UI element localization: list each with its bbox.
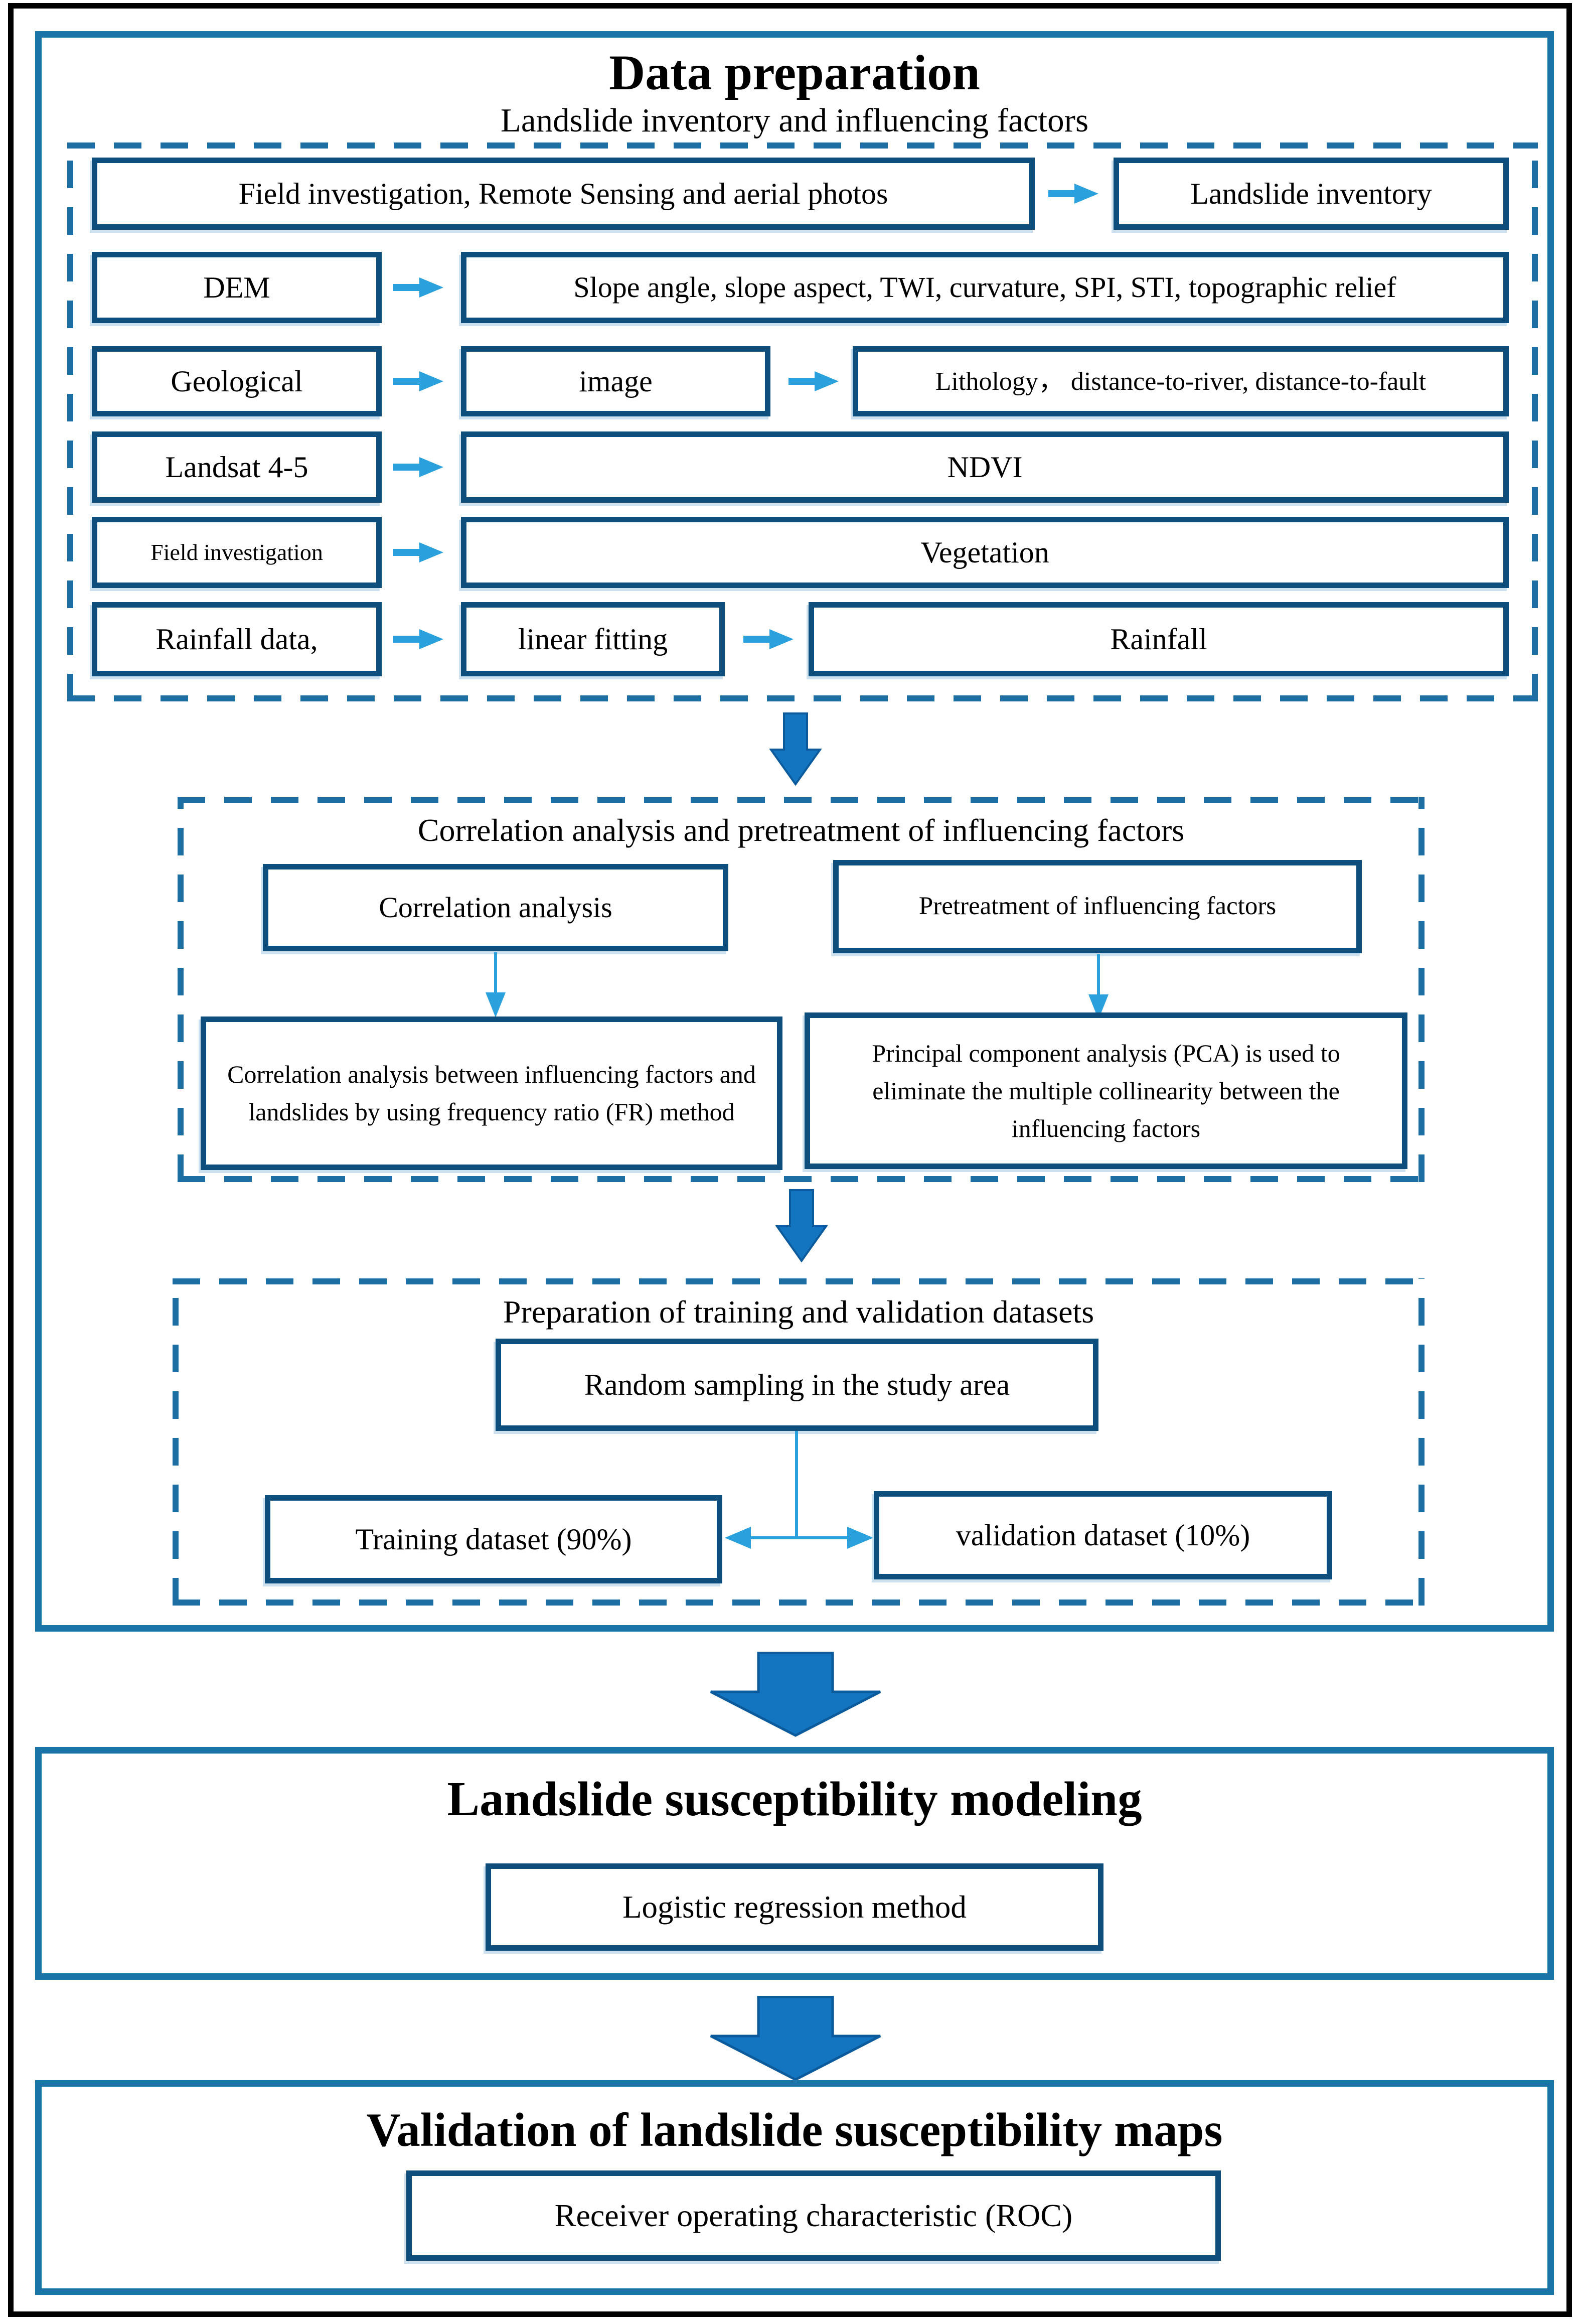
box-rainfall-data: Rainfall data, xyxy=(92,602,382,676)
box-vegetation: Vegetation xyxy=(461,517,1509,588)
right-arrow-icon xyxy=(393,457,443,477)
box-ndvi: NDVI xyxy=(461,431,1509,503)
right-arrow-icon xyxy=(393,277,443,298)
box-linear-fitting: linear fitting xyxy=(461,602,725,676)
box-image: image xyxy=(461,346,770,416)
right-arrow-icon xyxy=(788,371,839,391)
box-geological: Geological xyxy=(92,346,382,416)
map-validation-title: Validation of landslide susceptibility m… xyxy=(366,2103,1223,2156)
box-roc: Receiver operating characteristic (ROC) xyxy=(406,2170,1221,2261)
box-field-investigation-rs-photos: Field investigation, Remote Sensing and … xyxy=(92,158,1035,230)
section-down-arrow-icon xyxy=(710,1652,881,1737)
box-correlation-analysis: Correlation analysis xyxy=(263,864,728,951)
box-lithology-distances: Lithology， distance-to-river, distance-t… xyxy=(853,346,1509,416)
box-pca: Principal component analysis (PCA) is us… xyxy=(805,1012,1407,1169)
right-arrow-icon xyxy=(393,371,443,391)
datasets-panel-title: Preparation of training and validation d… xyxy=(503,1294,1094,1330)
box-pretreatment: Pretreatment of influencing factors xyxy=(833,860,1362,953)
big-down-arrow-icon xyxy=(769,712,822,786)
outer-frame xyxy=(8,3,1572,2317)
box-frequency-ratio: Correlation analysis between influencing… xyxy=(201,1016,782,1170)
box-dem: DEM xyxy=(92,252,382,323)
box-landslide-inventory: Landslide inventory xyxy=(1114,158,1509,230)
data-preparation-title: Data preparation xyxy=(609,45,980,100)
section-down-arrow-icon xyxy=(710,1996,881,2081)
box-topographic-factors: Slope angle, slope aspect, TWI, curvatur… xyxy=(461,252,1509,323)
box-validation-dataset: validation dataset (10%) xyxy=(874,1491,1332,1579)
right-arrow-icon xyxy=(393,542,443,562)
double-arrow-icon xyxy=(725,1527,873,1549)
right-arrow-icon xyxy=(743,629,794,649)
data-preparation-subtitle: Landslide inventory and influencing fact… xyxy=(500,102,1089,139)
box-random-sampling: Random sampling in the study area xyxy=(496,1339,1098,1431)
box-training-dataset: Training dataset (90%) xyxy=(265,1495,722,1583)
down-arrow-icon xyxy=(1088,954,1109,1020)
connector-line xyxy=(795,1431,798,1538)
right-arrow-icon xyxy=(1048,184,1098,204)
right-arrow-icon xyxy=(393,629,443,649)
modeling-title: Landslide susceptibility modeling xyxy=(447,1772,1142,1826)
box-rainfall: Rainfall xyxy=(809,602,1509,676)
correlation-panel-title: Correlation analysis and pretreatment of… xyxy=(417,812,1185,848)
big-down-arrow-icon xyxy=(775,1189,828,1262)
box-landsat: Landsat 4-5 xyxy=(92,431,382,503)
down-arrow-icon xyxy=(486,952,506,1018)
box-logistic-regression: Logistic regression method xyxy=(486,1863,1103,1951)
box-field-investigation: Field investigation xyxy=(92,517,382,588)
